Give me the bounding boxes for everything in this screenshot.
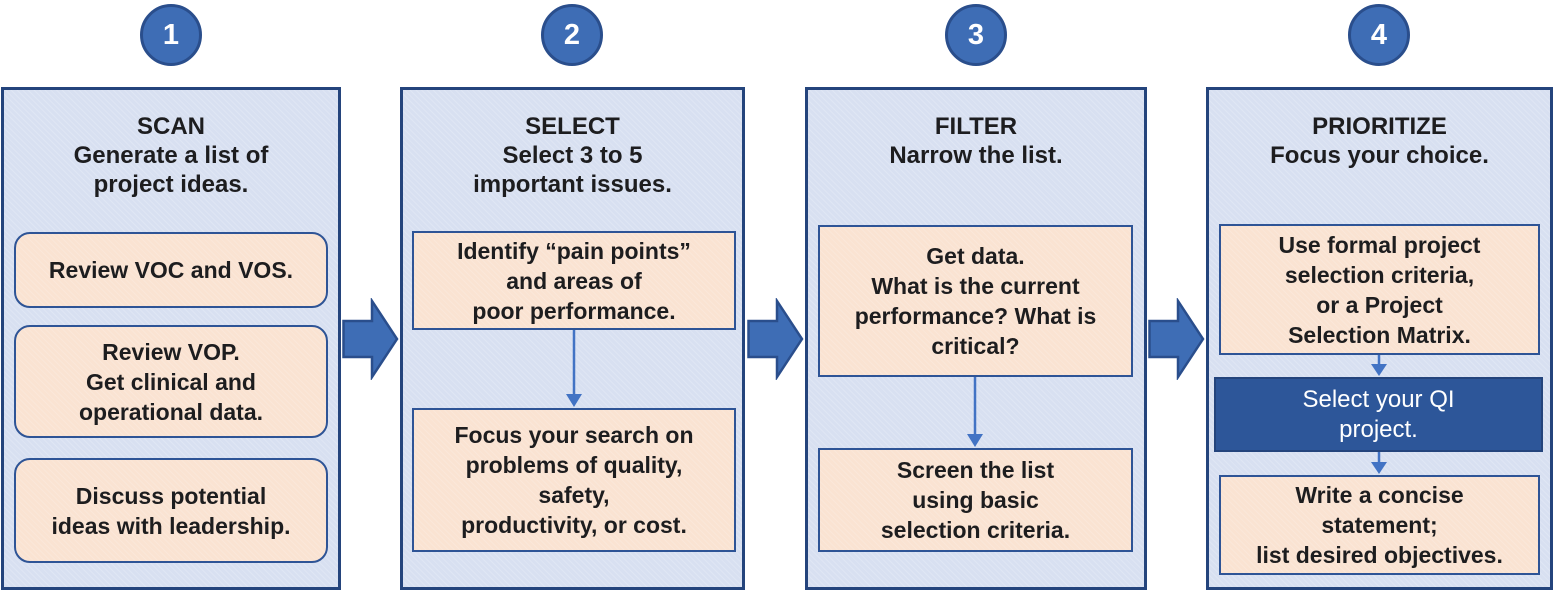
arrow-right-icon	[1148, 298, 1205, 380]
step-4-number-badge: 4	[1348, 4, 1410, 66]
task-box-review-vop: Review VOP. Get clinical and operational…	[14, 325, 328, 438]
step-3-number-badge: 3	[945, 4, 1007, 66]
step-4-title: PRIORITIZE Focus your choice.	[1270, 112, 1489, 169]
step-2-number-badge: 2	[541, 4, 603, 66]
arrow-down-icon	[566, 330, 582, 407]
task-box-selection-criteria: Use formal project selection criteria, o…	[1219, 224, 1540, 355]
step-1-number-badge: 1	[140, 4, 202, 66]
task-box-identify-pain-points: Identify “pain points” and areas of poor…	[412, 231, 736, 330]
arrow-right-icon	[342, 298, 399, 380]
task-box-focus-search: Focus your search on problems of quality…	[412, 408, 736, 552]
arrow-right-icon	[747, 298, 804, 380]
task-box-screen-list: Screen the list using basic selection cr…	[818, 448, 1133, 552]
task-box-select-qi-project: Select your QI project.	[1214, 377, 1543, 452]
task-box-discuss-ideas: Discuss potential ideas with leadership.	[14, 458, 328, 563]
step-2-number: 2	[563, 18, 581, 51]
arrow-down-icon	[1371, 452, 1387, 474]
task-box-get-data: Get data. What is the current performanc…	[818, 225, 1133, 377]
step-panel-select: SELECT Select 3 to 5 important issues. I…	[400, 87, 745, 590]
arrow-down-icon	[967, 377, 983, 447]
task-box-write-statement: Write a concise statement; list desired …	[1219, 475, 1540, 575]
step-1-number: 1	[162, 18, 180, 51]
step-3-number: 3	[967, 18, 985, 51]
step-3-title: FILTER Narrow the list.	[889, 112, 1063, 169]
arrow-down-icon	[1371, 355, 1387, 376]
step-1-title: SCAN Generate a list of project ideas.	[73, 112, 269, 198]
step-4-number: 4	[1370, 18, 1388, 51]
step-panel-prioritize: PRIORITIZE Focus your choice. Use formal…	[1206, 87, 1553, 590]
step-2-title: SELECT Select 3 to 5 important issues.	[473, 112, 672, 198]
step-panel-filter: FILTER Narrow the list. Get data. What i…	[805, 87, 1147, 590]
task-box-review-voc-vos: Review VOC and VOS.	[14, 232, 328, 308]
step-panel-scan: SCAN Generate a list of project ideas. R…	[1, 87, 341, 590]
